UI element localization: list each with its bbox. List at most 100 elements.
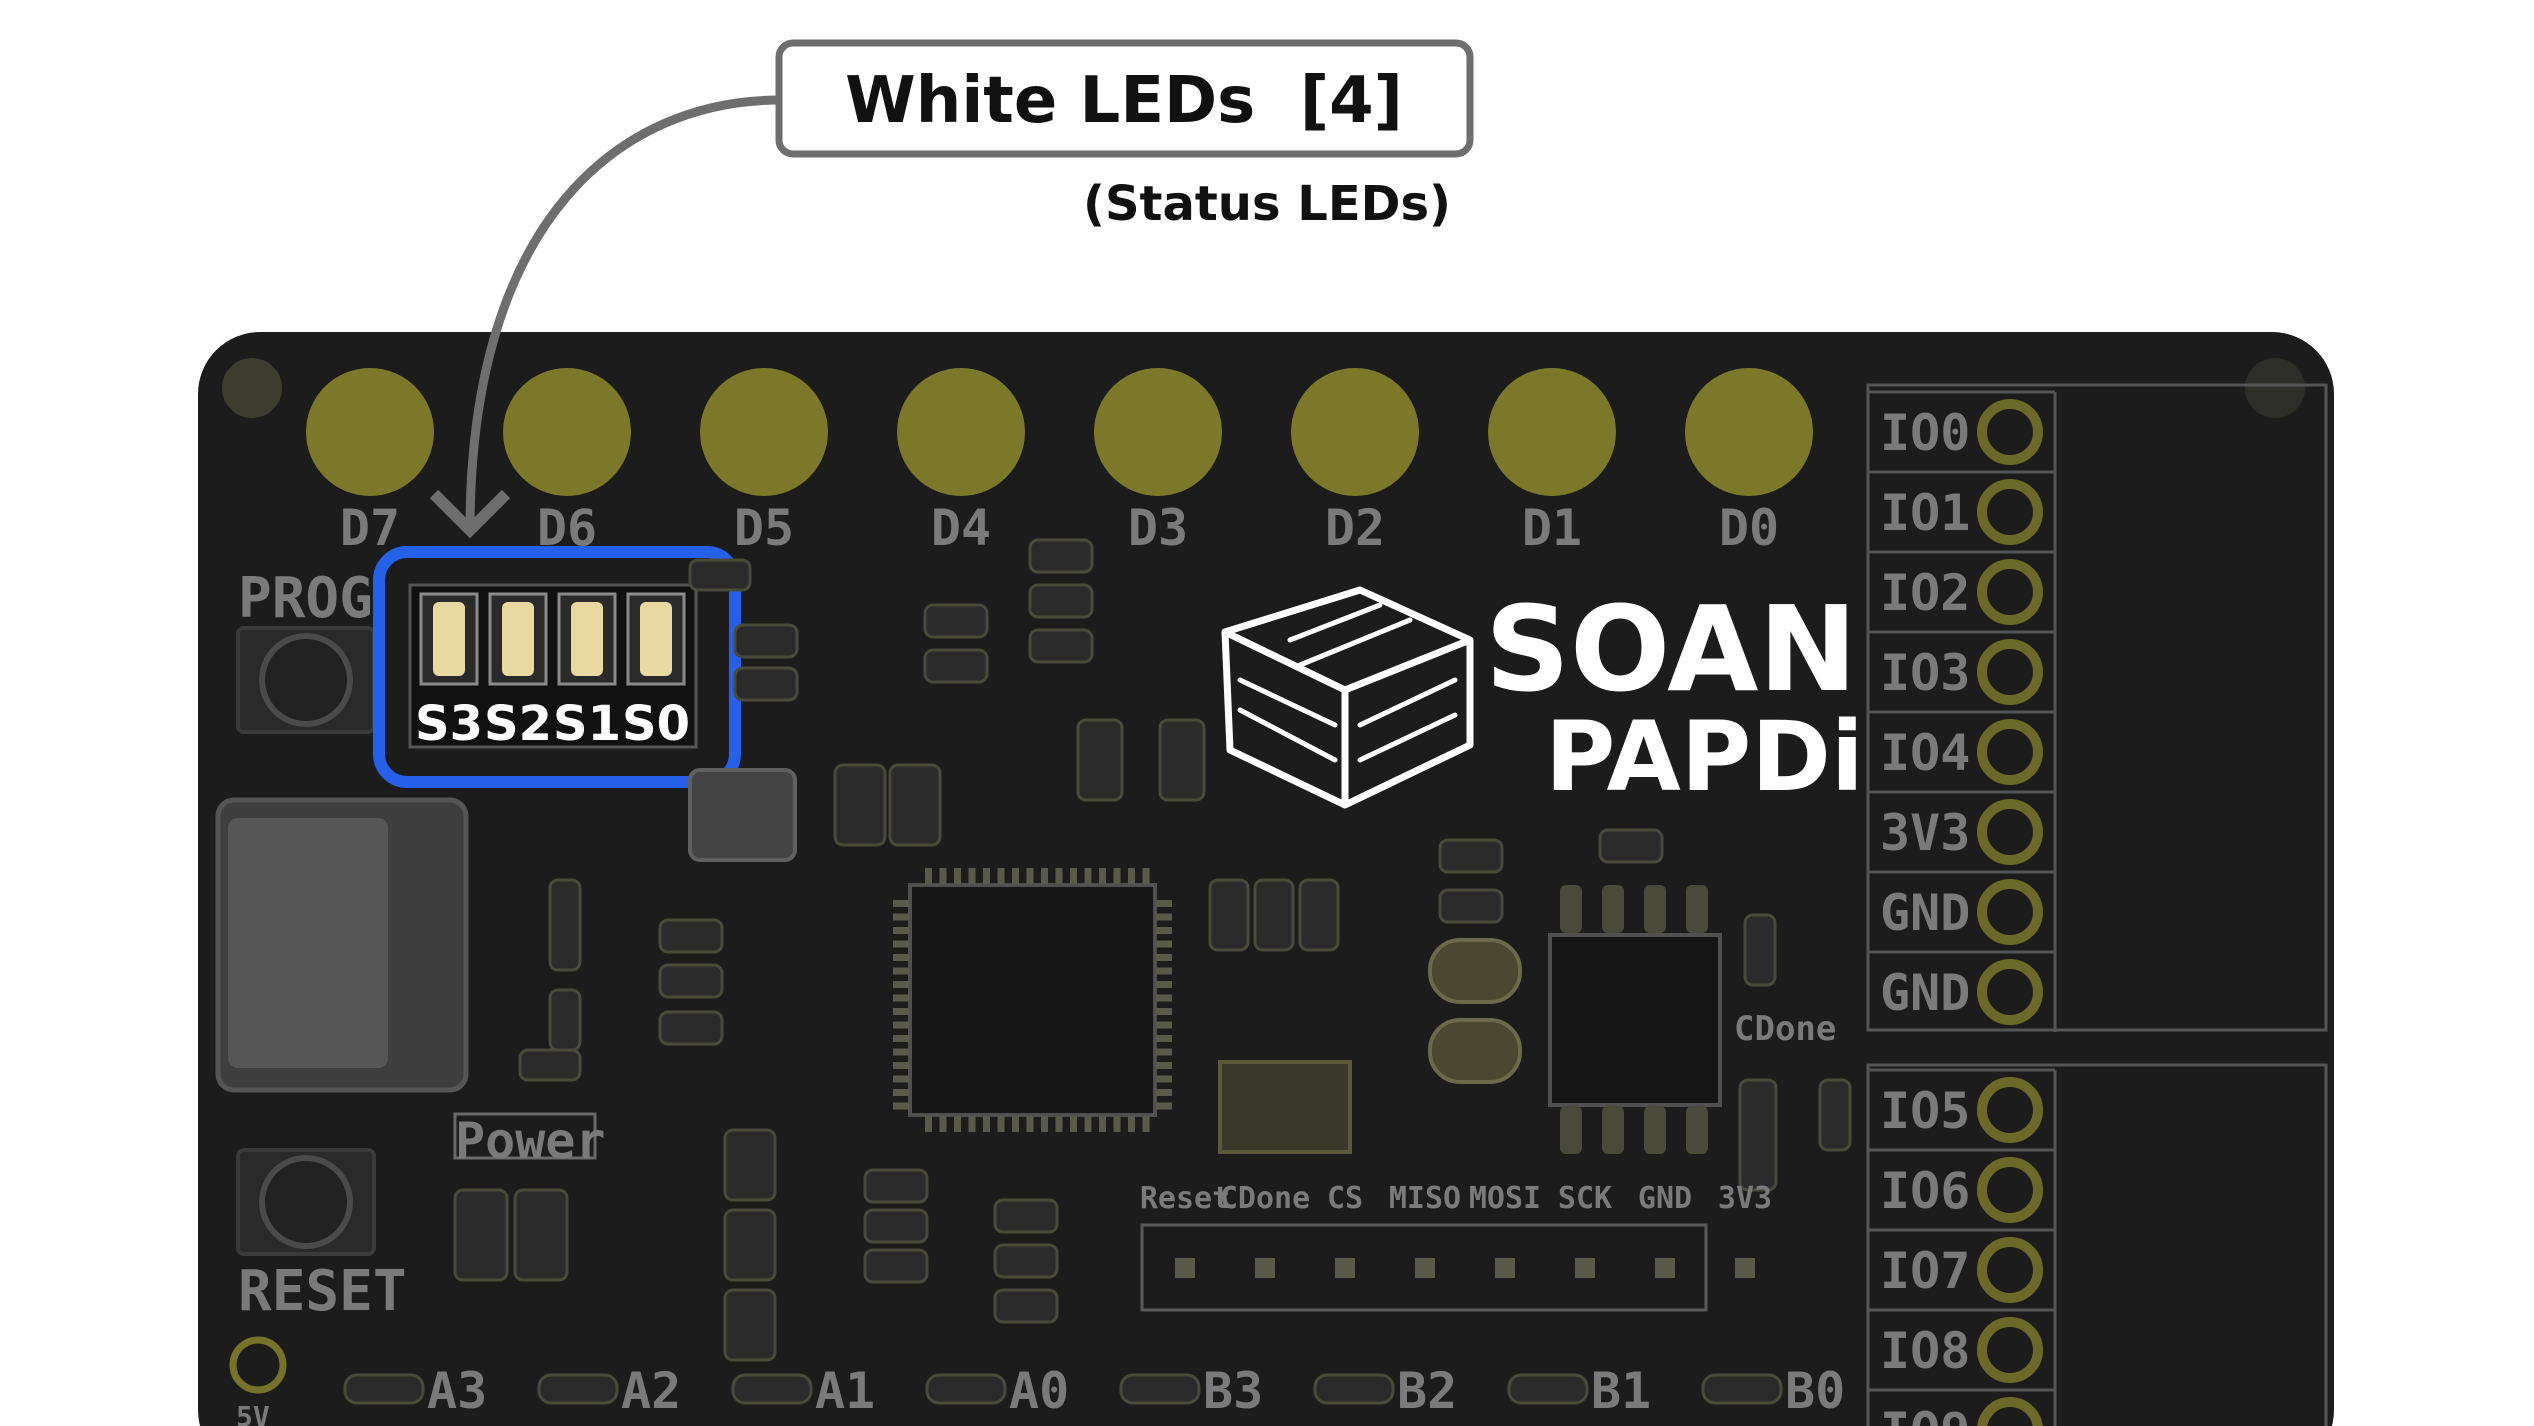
top-led-d1 xyxy=(1488,368,1616,496)
mcu-pin xyxy=(997,868,1005,884)
right-header-pin-label: IO1 xyxy=(1880,484,1970,542)
mcu-pin xyxy=(893,1048,909,1056)
smd-component xyxy=(993,1198,1059,1234)
mcu-pin xyxy=(893,913,909,921)
mcu-pin xyxy=(1156,1035,1172,1042)
right-header-pin-label: IO7 xyxy=(1880,1242,1970,1300)
mcu-pin xyxy=(983,868,990,884)
top-led-d7 xyxy=(306,368,434,496)
spi-header-pad xyxy=(1575,1258,1595,1278)
smd-component xyxy=(688,768,797,862)
status-led-label: S3 xyxy=(415,696,483,752)
mcu-pin xyxy=(893,994,909,1002)
reset-button[interactable] xyxy=(259,1155,353,1249)
smd-component xyxy=(548,878,582,972)
smd-component xyxy=(1438,888,1504,924)
mcu-pin xyxy=(939,1116,947,1132)
smd-component xyxy=(863,1208,929,1244)
smd-component xyxy=(733,623,799,659)
flash-pin xyxy=(1644,885,1666,933)
smd-component xyxy=(888,763,942,847)
usb-c-inner xyxy=(228,818,388,1068)
smd-component xyxy=(723,1288,777,1362)
smd-component xyxy=(1028,538,1094,574)
status-led-label: S1 xyxy=(553,696,621,752)
flash-pins xyxy=(1560,885,1708,1154)
mcu-pins xyxy=(893,868,1172,1132)
status-led-highlight xyxy=(373,546,741,788)
five-volt-pad xyxy=(229,1336,287,1394)
mounting-hole-right xyxy=(2245,358,2305,418)
right-header-pin-label: GND xyxy=(1880,884,1970,942)
spi-header-pad xyxy=(1175,1258,1195,1278)
flash-pin xyxy=(1602,1106,1624,1154)
spi-header-pad xyxy=(1655,1258,1675,1278)
mcu-pin xyxy=(1156,954,1172,961)
right-header-pin-label: IO6 xyxy=(1880,1162,1970,1220)
spi-header-label: MOSI xyxy=(1469,1181,1541,1216)
mcu-pin xyxy=(893,1008,909,1015)
flash-pin xyxy=(1560,1106,1582,1154)
status-led-label: S0 xyxy=(622,696,690,752)
bottom-pin-label: B3 xyxy=(1203,1362,1263,1420)
mcu-pin xyxy=(1156,913,1172,921)
right-header-pad xyxy=(1977,1317,2043,1383)
bottom-pin-pad xyxy=(1313,1373,1395,1405)
reset-label: RESET xyxy=(238,1259,407,1324)
right-header-pad xyxy=(1977,879,2043,945)
top-led-label: D0 xyxy=(1719,499,1779,557)
mcu-pin xyxy=(954,868,961,884)
bottom-pin-label: A0 xyxy=(1009,1362,1069,1420)
top-led-d0 xyxy=(1685,368,1813,496)
right-header-pad xyxy=(1977,1157,2043,1223)
top-led-label: D3 xyxy=(1128,499,1188,557)
mcu-pin xyxy=(1156,994,1172,1002)
spi-header-label: CDone xyxy=(1220,1181,1310,1216)
flash-pin xyxy=(1686,885,1708,933)
smd-component xyxy=(1076,718,1124,802)
mcu-pin xyxy=(1156,940,1172,948)
flash-pin xyxy=(1644,1106,1666,1154)
logo-line1: SOAN xyxy=(1485,580,1857,718)
prog-button[interactable] xyxy=(259,633,353,727)
smd-component xyxy=(863,1168,929,1204)
smd-component xyxy=(513,1188,569,1282)
mcu-pin xyxy=(925,868,932,884)
top-led-d3 xyxy=(1094,368,1222,496)
logo-line2: PAPDi xyxy=(1545,701,1864,813)
right-header-pad xyxy=(1977,559,2043,625)
mcu-pin xyxy=(1156,1048,1172,1056)
right-header-pin-label: IO8 xyxy=(1880,1322,1970,1380)
right-header-pins: IO0IO1IO2IO3IO43V3GNDGNDIO5IO6IO7IO8IO9 xyxy=(1868,390,2057,1426)
right-header-pad xyxy=(1977,1397,2043,1426)
spi-header-outline xyxy=(1140,1223,1708,1312)
right-header-pin-label: IO9 xyxy=(1880,1402,1970,1426)
right-header-pin-label: IO0 xyxy=(1880,404,1970,462)
spi-header-label: MISO xyxy=(1389,1181,1461,1216)
mcu-pin xyxy=(1026,1116,1034,1132)
smd-component xyxy=(518,1048,582,1082)
spi-header-pad xyxy=(1255,1258,1275,1278)
smd-component xyxy=(1298,878,1340,952)
mcu-pin xyxy=(1156,1021,1172,1029)
top-led-d2 xyxy=(1291,368,1419,496)
smd-component xyxy=(833,763,887,847)
right-header-pad xyxy=(1977,399,2043,465)
mcu-pin xyxy=(1041,1116,1048,1132)
right-header-pad xyxy=(1977,959,2043,1025)
right-header-upper-box xyxy=(1866,383,2328,1032)
smd-component xyxy=(1428,938,1522,1004)
smd-component xyxy=(993,1243,1059,1279)
callout-arrow xyxy=(429,95,781,539)
right-header-pin-label: IO3 xyxy=(1880,644,1970,702)
flash-chip xyxy=(1548,933,1722,1107)
mcu-pin xyxy=(1041,868,1048,884)
bottom-pin-label: A2 xyxy=(621,1362,681,1420)
mcu-pin xyxy=(893,927,909,934)
mcu-pin xyxy=(1026,868,1034,884)
bottom-pin-pad xyxy=(1119,1373,1201,1405)
right-header-pin-label: 3V3 xyxy=(1880,804,1970,862)
right-header-pin-label: IO2 xyxy=(1880,564,1970,622)
